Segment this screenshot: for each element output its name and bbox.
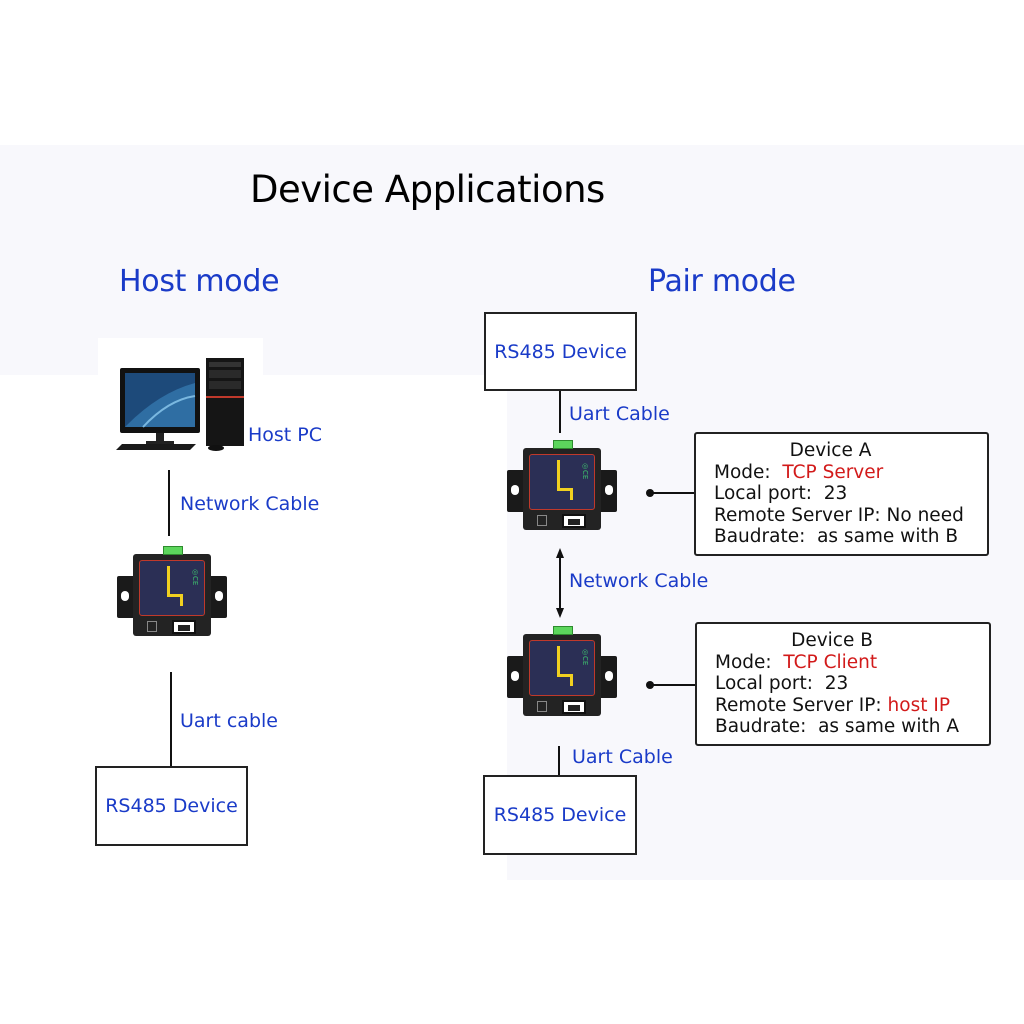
device-b-connector-line: [650, 684, 696, 686]
host-rs485-device-box: RS485 Device: [95, 766, 248, 846]
ce-mark-icon: ◎CE: [581, 462, 589, 480]
device-b-heading: Device B: [791, 630, 873, 651]
pair-top-rs485-device-label: RS485 Device: [494, 340, 627, 363]
host-pc-image: [98, 338, 263, 468]
device-a-local-port: Local port: 23: [714, 483, 848, 504]
pair-mode-heading: Pair mode: [648, 264, 796, 299]
device-a-remote-ip-value: No need: [886, 504, 964, 526]
ethernet-port-icon: [562, 514, 586, 528]
device-a-remote-ip-row: Remote Server IP: No need: [714, 505, 987, 527]
host-uart-cable-line: [170, 672, 172, 766]
power-port-icon: [537, 701, 547, 712]
pair-top-rs485-device-box: RS485 Device: [484, 312, 637, 391]
ce-mark-icon: ◎CE: [581, 648, 589, 666]
device-b-remote-ip-value: host IP: [887, 694, 950, 716]
pair-bottom-rs485-device-label: RS485 Device: [493, 804, 627, 826]
pair-top-uart-cable-label: Uart Cable: [569, 403, 670, 425]
pair-bottom-uart-cable-line: [558, 746, 560, 776]
host-mode-heading: Host mode: [119, 264, 280, 299]
device-a-mode-row: Mode: TCP Server: [714, 462, 987, 484]
device-a-remote-ip-label: Remote Server IP:: [714, 504, 881, 526]
pair-bottom-rs485-device-box: RS485 Device: [483, 775, 637, 855]
device-a-serial-server: ◎CE: [507, 440, 617, 536]
device-a-baudrate: Baudrate: as same with B: [714, 526, 959, 547]
ce-mark-icon: ◎CE: [191, 568, 199, 586]
device-b-mode-row: Mode: TCP Client: [715, 652, 989, 674]
host-rs485-device-label: RS485 Device: [105, 795, 238, 817]
device-b-mode-label: Mode:: [715, 651, 772, 673]
device-a-connector-line: [650, 492, 695, 494]
desktop-computer-icon: [116, 358, 244, 451]
device-b-info-box: Device B Mode: TCP Client Local port: 23…: [695, 622, 991, 746]
device-b-baudrate: Baudrate: as same with A: [715, 716, 959, 737]
device-a-mode-label: Mode:: [714, 461, 771, 483]
ethernet-port-icon: [562, 700, 586, 714]
device-a-mode-value: TCP Server: [782, 461, 884, 483]
device-b-mode-value: TCP Client: [783, 651, 878, 673]
host-uart-cable-label: Uart cable: [180, 710, 278, 732]
device-a-heading: Device A: [789, 440, 872, 461]
ethernet-port-icon: [172, 620, 196, 634]
page-title: Device Applications: [250, 168, 605, 211]
device-b-remote-ip-row: Remote Server IP: host IP: [715, 695, 989, 717]
pair-network-cable-label: Network Cable: [569, 570, 709, 592]
host-pc-label: Host PC: [248, 424, 323, 446]
device-b-local-port: Local port: 23: [715, 673, 849, 694]
device-a-info-box: Device A Mode: TCP Server Local port: 23…: [694, 432, 989, 556]
pair-top-uart-cable-line: [559, 391, 561, 433]
device-b-serial-server: ◎CE: [507, 626, 617, 722]
host-network-cable-label: Network Cable: [180, 493, 320, 515]
host-serial-server-device: ◎CE: [117, 546, 227, 642]
network-cable-double-arrow: [556, 548, 564, 618]
device-b-remote-ip-label: Remote Server IP:: [715, 694, 882, 716]
power-port-icon: [147, 621, 157, 632]
host-network-cable-line: [168, 470, 170, 536]
power-port-icon: [537, 515, 547, 526]
pair-bottom-uart-cable-label: Uart Cable: [572, 746, 673, 768]
